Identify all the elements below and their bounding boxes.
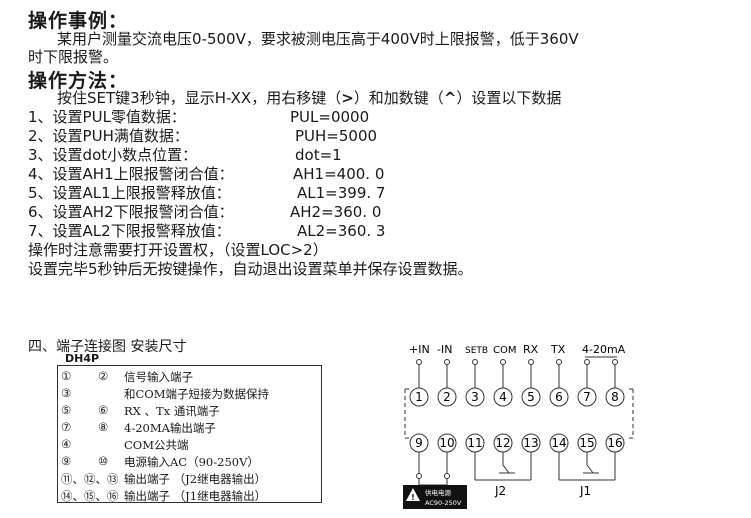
cell-desc: 和COM端子短接为数据保持 — [124, 387, 270, 401]
method-intro: 按住SET键3秒钟，显示H-XX，用右移键（>）和加数键（^）设置以下数据 — [57, 89, 561, 107]
right-key-icon: > — [341, 89, 354, 107]
table-row: ⑪、⑫、⑬ 输出端子 （J2继电器输出） — [58, 471, 321, 488]
method-intro-text: 按住SET键3秒钟，显示H-XX，用右移键（ — [57, 89, 342, 107]
example-line-1: 某用户测量交流电压0-500V，要求被测电压高于400V时上限报警，低于360V — [57, 30, 579, 48]
example-line-2: 时下限报警。 — [28, 48, 119, 66]
step-3-value: dot=1 — [295, 146, 342, 164]
label-com: COM — [493, 345, 516, 356]
terminal-5: 5 — [527, 390, 535, 404]
step-2-value: PUH=5000 — [295, 127, 378, 145]
table-row: ⑤ ⑥ RX 、Tx 通讯端子 — [58, 403, 321, 420]
note-1: 操作时注意需要打开设置权，（设置LOC>2） — [28, 241, 328, 259]
cell-a: ① — [61, 369, 72, 383]
step-3-label: 3、设置dot小数点位置： — [28, 146, 198, 164]
svg-text:!: ! — [411, 493, 415, 502]
cell-desc: 输出端子 （J2继电器输出） — [124, 472, 267, 486]
terminal-4: 4 — [499, 390, 507, 404]
terminal-diagram: +IN -IN SETB COM RX TX 4-20mA 1 2 3 4 5 … — [403, 343, 634, 509]
cell-a: ③ — [61, 386, 72, 400]
cell-a: ⑭、⑮、⑯ — [61, 489, 119, 503]
terminal-10: 10 — [439, 436, 454, 450]
cell-b: ⑥ — [98, 403, 109, 417]
step-4-label: 4、设置AH1上限报警闭合值： — [28, 165, 234, 183]
method-intro-end: ）设置以下数据 — [456, 89, 562, 107]
cell-a: ⑦ — [61, 420, 72, 434]
terminal-3: 3 — [471, 390, 479, 404]
label-rx: RX — [523, 343, 539, 356]
step-2-label: 2、设置PUH满值数据： — [28, 127, 189, 145]
relay-j1-label: J1 — [579, 484, 591, 498]
cell-a: ④ — [61, 437, 72, 451]
terminal-11: 11 — [467, 436, 482, 450]
warning-line-2: AC90-250V — [425, 499, 462, 507]
step-6-value: AH2=360. 0 — [290, 203, 382, 221]
cell-a: ⑨ — [61, 454, 72, 468]
step-7-value: AL2=360. 3 — [297, 222, 386, 240]
cell-desc: 电源输入AC（90-250V） — [124, 455, 259, 469]
step-5-value: AL1=399. 7 — [297, 184, 386, 202]
step-1-value: PUL=0000 — [290, 108, 370, 126]
step-1-label: 1、设置PUL零值数据： — [28, 108, 186, 126]
terminal-9: 9 — [415, 436, 423, 450]
terminal-12: 12 — [495, 436, 510, 450]
terminal-14: 14 — [551, 436, 566, 450]
method-intro-mid: ）和加数键（ — [353, 89, 444, 107]
cell-b: ⑩ — [98, 454, 109, 468]
terminal-table: ① ② 信号输入端子 ③ 和COM端子短接为数据保持 ⑤ ⑥ RX 、Tx 通讯… — [57, 365, 322, 503]
table-row: ④ COM公共端 — [58, 437, 321, 454]
warning-line-1: 供电电源 — [425, 488, 452, 497]
example-title: 操作事例： — [28, 10, 129, 32]
cell-desc: 信号输入端子 — [124, 370, 193, 384]
step-7-label: 7、设置AL2下限报警释放值： — [28, 222, 231, 240]
terminal-2: 2 — [443, 390, 451, 404]
method-title: 操作方法： — [28, 70, 129, 92]
table-row: ① ② 信号输入端子 — [58, 369, 321, 386]
terminal-8: 8 — [611, 390, 619, 404]
step-4-value: AH1=400. 0 — [293, 165, 385, 183]
label-plus-in: +IN — [409, 343, 430, 356]
cell-desc: COM公共端 — [124, 438, 189, 452]
label-minus-in: -IN — [437, 343, 452, 356]
step-5-label: 5、设置AL1上限报警释放值： — [28, 184, 231, 202]
terminal-15: 15 — [579, 436, 594, 450]
table-row: ⑭、⑮、⑯ 输出端子 （J1继电器输出） — [58, 488, 321, 505]
cell-desc: 4-20MA输出端子 — [124, 421, 216, 435]
cell-desc: 输出端子 （J1继电器输出） — [124, 489, 267, 503]
warning-triangle-icon — [406, 488, 420, 501]
cell-desc: RX 、Tx 通讯端子 — [124, 404, 220, 418]
up-key-icon: ^ — [443, 89, 457, 107]
relay-j2-label: J2 — [494, 484, 506, 498]
label-tx: TX — [550, 343, 566, 356]
cell-b: ⑧ — [98, 420, 109, 434]
terminal-6: 6 — [555, 390, 563, 404]
cell-a: ⑪、⑫、⑬ — [61, 472, 119, 486]
table-row: ③ 和COM端子短接为数据保持 — [58, 386, 321, 403]
label-setb: SETB — [465, 346, 488, 356]
label-4-20ma: 4-20mA — [582, 343, 626, 356]
table-row: ⑨ ⑩ 电源输入AC（90-250V） — [58, 454, 321, 471]
step-6-label: 6、设置AH2下限报警闭合值： — [28, 203, 234, 221]
terminal-13: 13 — [523, 436, 538, 450]
terminal-1: 1 — [415, 390, 423, 404]
table-row: ⑦ ⑧ 4-20MA输出端子 — [58, 420, 321, 437]
terminal-7: 7 — [583, 390, 591, 404]
model-label: DH4P — [65, 352, 100, 365]
note-2: 设置完毕5秒钟后无按键操作，自动退出设置菜单并保存设置数据。 — [28, 260, 473, 278]
cell-b: ② — [98, 369, 109, 383]
section4-title: 四、端子连接图 安装尺寸 — [28, 339, 187, 355]
terminal-16: 16 — [607, 436, 622, 450]
cell-a: ⑤ — [61, 403, 72, 417]
